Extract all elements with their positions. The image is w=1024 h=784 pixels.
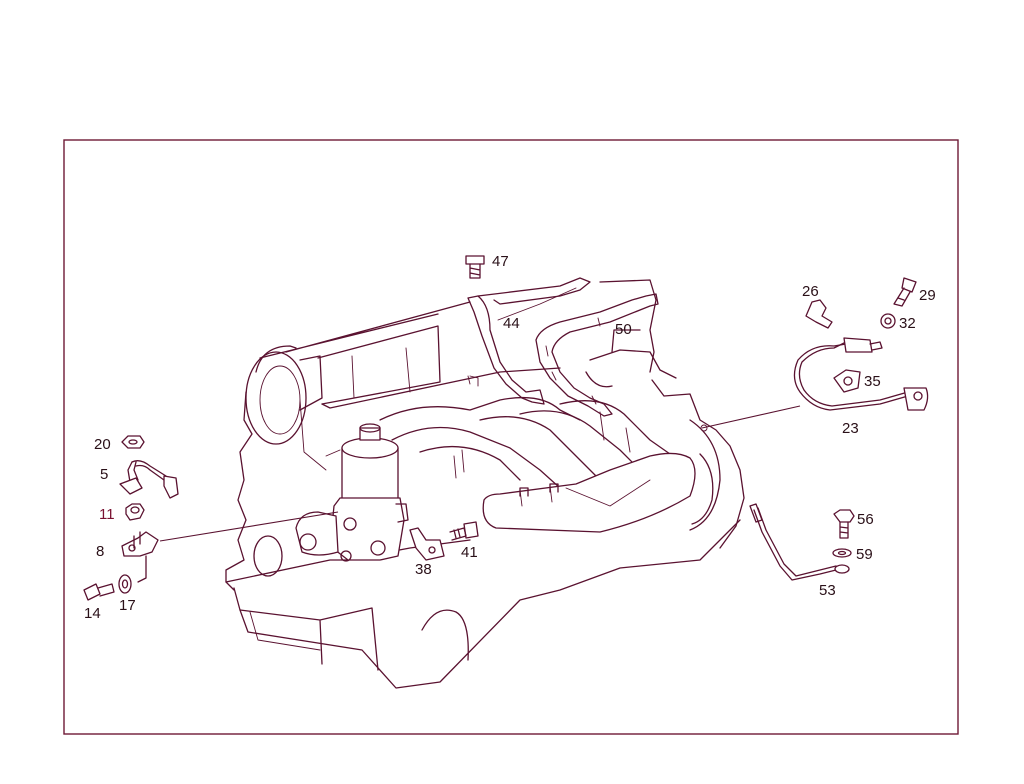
label-53: 53 [819,582,836,599]
label-5: 5 [100,466,108,483]
washer-17 [118,574,132,594]
bracket-8 [121,531,159,583]
leader-lines [159,405,801,542]
nut-20 [121,435,145,449]
bolt-41 [449,521,479,541]
washer-59 [832,548,852,558]
label-29: 29 [919,287,936,304]
engine-block [225,279,745,689]
label-44: 44 [503,315,520,332]
washer-32 [880,313,896,329]
label-59: 59 [856,546,873,563]
label-20: 20 [94,436,111,453]
bolt-14 [83,583,115,601]
nut-11 [125,503,145,521]
label-41: 41 [461,544,478,561]
label-50: 50 [615,321,632,338]
ground-strap-53 [749,503,850,581]
bolt-29 [893,277,917,307]
pump-assembly [295,423,409,562]
bolt-47 [465,255,485,279]
label-17: 17 [119,597,136,614]
label-14: 14 [84,605,101,622]
bracket-38 [409,527,445,561]
label-8: 8 [96,543,104,560]
label-56: 56 [857,511,874,528]
bracket-50 [535,293,659,417]
label-32: 32 [899,315,916,332]
holder-35 [833,369,861,393]
label-35: 35 [864,373,881,390]
cable-23 [793,337,929,411]
part-labels: 47 44 50 26 29 32 35 23 20 5 11 8 14 17 … [84,253,936,622]
label-38: 38 [415,561,432,578]
label-47: 47 [492,253,509,270]
bolt-56 [833,509,855,539]
diagram-frame [63,139,959,735]
label-26: 26 [802,283,819,300]
label-23: 23 [842,420,859,437]
label-11: 11 [99,506,115,523]
line-5 [119,460,179,499]
bracket-44 [467,277,591,405]
clip-26 [805,299,833,329]
